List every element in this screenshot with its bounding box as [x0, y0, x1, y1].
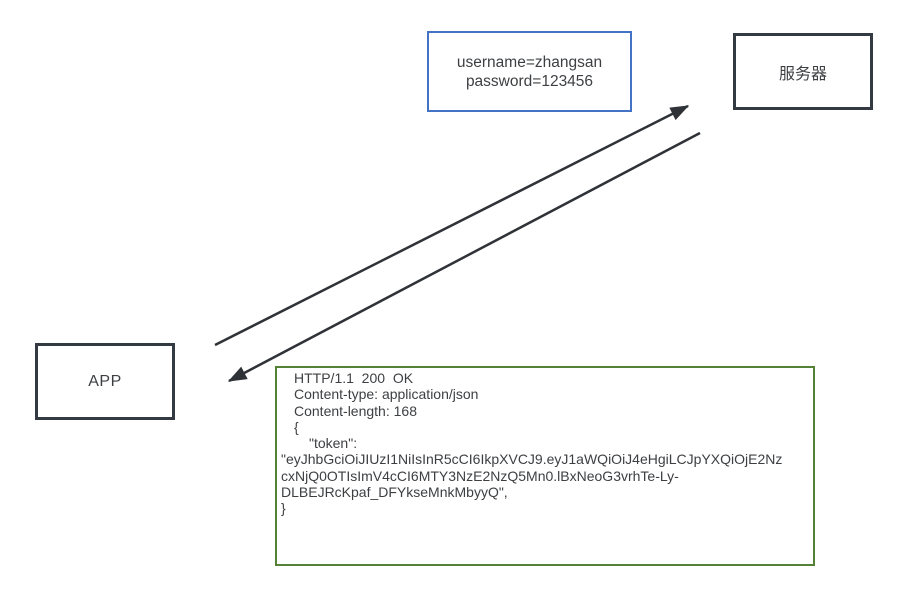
app-label: APP: [88, 372, 122, 390]
request-password-text: password=123456: [465, 72, 594, 90]
server-box: 服务器: [733, 33, 873, 110]
response-token-value-1: "eyJhbGciOiJIUzI1NiIsInR5cCI6IkpXVCJ9.ey…: [281, 451, 783, 468]
response-status-line: HTTP/1.1 200 OK: [294, 370, 414, 386]
response-content-type: Content-type: application/json: [294, 386, 479, 403]
response-json-open: {: [294, 418, 299, 435]
response-token-value-2: cxNjQ0OTIsImV4cCI6MTY3NzE2NzQ5Mn0.lBxNeo…: [281, 467, 679, 484]
request-username-text: username=zhangsan: [456, 53, 603, 71]
server-label: 服务器: [778, 65, 827, 83]
http-response-box: HTTP/1.1 200 OK Content-type: applicatio…: [275, 366, 815, 566]
request-arrow: [214, 104, 690, 347]
request-params-box: username=zhangsan password=123456: [427, 31, 632, 112]
response-token-value-3: DLBEJRcKpaf_DFYkseMnkMbyyQ",: [281, 484, 508, 501]
response-arrow: [227, 131, 701, 383]
response-token-key: "token":: [309, 435, 358, 452]
response-json-close: }: [281, 500, 286, 517]
response-content-length: Content-length: 168: [294, 402, 417, 419]
app-box: APP: [35, 343, 175, 420]
